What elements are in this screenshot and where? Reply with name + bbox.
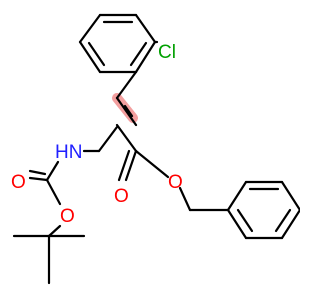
carbamate-carbonyl-bond-2: [28, 169, 47, 176]
ester-oxygen-label: O: [168, 172, 183, 193]
double-bond-inner: [123, 104, 134, 118]
ring-bond: [134, 40, 157, 74]
o-ch2-bond: [178, 186, 192, 212]
ester-carbonyl-bond: [124, 149, 138, 182]
ring-bond: [78, 40, 102, 74]
ester-carbonyl-bond-2: [117, 149, 131, 182]
ester-carbonyl-oxygen-label: O: [114, 186, 129, 207]
n-carbonyl-bond: [45, 160, 60, 182]
ring-inner-bond: [236, 208, 254, 233]
benzyl-ring: [226, 180, 300, 240]
carbamate-c-o-bond: [45, 178, 62, 206]
carbamate-carbonyl-bond: [28, 176, 49, 182]
ring-to-vinyl-bond: [115, 70, 138, 100]
double-bond: [115, 96, 138, 127]
ring-bond: [78, 13, 102, 44]
ring-inner-bond: [129, 41, 148, 67]
carbamate-ester-oxygen-label: O: [60, 206, 75, 227]
chlorophenyl-ring: [78, 13, 157, 74]
o-tbu-bond: [47, 224, 62, 238]
ring-bond: [226, 208, 248, 240]
ring-inner-bond: [274, 208, 292, 233]
ring-bond: [280, 208, 300, 240]
ester-c-o-bond: [134, 149, 170, 179]
nitrogen-label: HN: [55, 142, 82, 163]
carbamate-carbonyl-oxygen-label: O: [11, 172, 26, 193]
chemical-structure: Cl HN O O O O: [11, 13, 300, 285]
chlorine-label: Cl: [158, 42, 176, 63]
ring-bond: [280, 180, 300, 212]
alpha-to-ester-bond: [115, 123, 138, 153]
ring-bond: [226, 180, 248, 212]
alpha-carbon-bond: [97, 125, 119, 153]
ring-bond: [134, 13, 157, 44]
ring-inner-bond: [87, 41, 106, 67]
